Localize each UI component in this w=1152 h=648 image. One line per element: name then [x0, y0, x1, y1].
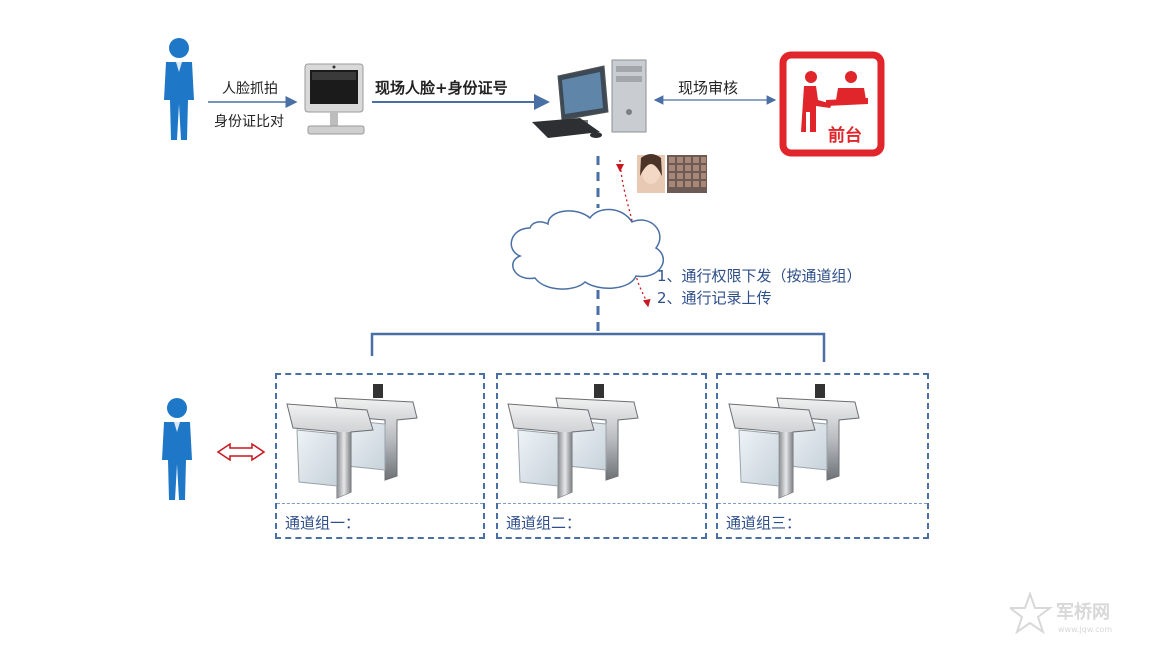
channel-group-2: 通道组二：	[496, 373, 707, 539]
channel-group-label: 通道组三：	[726, 514, 802, 532]
group-divider	[498, 503, 705, 504]
face-thumbnail-icon	[637, 154, 707, 193]
transfer-label: 现场人脸+身份证号	[375, 79, 508, 97]
capture-label: 人脸抓拍	[222, 81, 278, 97]
network-note-2: 2、通行记录上传	[657, 289, 772, 307]
channel-group-1: 通道组一：	[275, 373, 485, 539]
face-terminal-icon	[304, 63, 365, 135]
channel-group-label: 通道组二：	[506, 514, 582, 532]
network-note-1: 1、通行权限下发（按通道组）	[657, 267, 862, 285]
turnstile-gate-icon	[728, 384, 860, 499]
turnstile-gate-icon	[507, 384, 639, 499]
distribution-bus	[370, 332, 826, 362]
computer-icon	[532, 59, 647, 138]
cloud-icon	[510, 208, 665, 290]
bidirectional-arrow-icon	[216, 442, 266, 462]
svg-text:www.jqw.com: www.jqw.com	[1058, 625, 1112, 634]
sync-dotted-arrow	[619, 159, 651, 308]
group-divider	[718, 503, 927, 504]
watermark-logo: 军桥网 www.jqw.com	[1010, 591, 1112, 635]
svg-text:军桥网: 军桥网	[1056, 601, 1110, 623]
person-icon-top	[164, 38, 194, 140]
review-label: 现场审核	[678, 79, 739, 97]
turnstile-gate-icon	[286, 384, 418, 499]
compare-label: 身份证比对	[214, 114, 284, 130]
channel-group-3: 通道组三：	[716, 373, 929, 539]
channel-group-label: 通道组一：	[285, 514, 361, 532]
person-icon-bottom	[162, 398, 192, 500]
front-desk-label: 前台	[828, 126, 862, 146]
group-divider	[277, 503, 483, 504]
front-desk-icon	[779, 51, 885, 157]
sync-arrow-head-up	[616, 164, 624, 172]
